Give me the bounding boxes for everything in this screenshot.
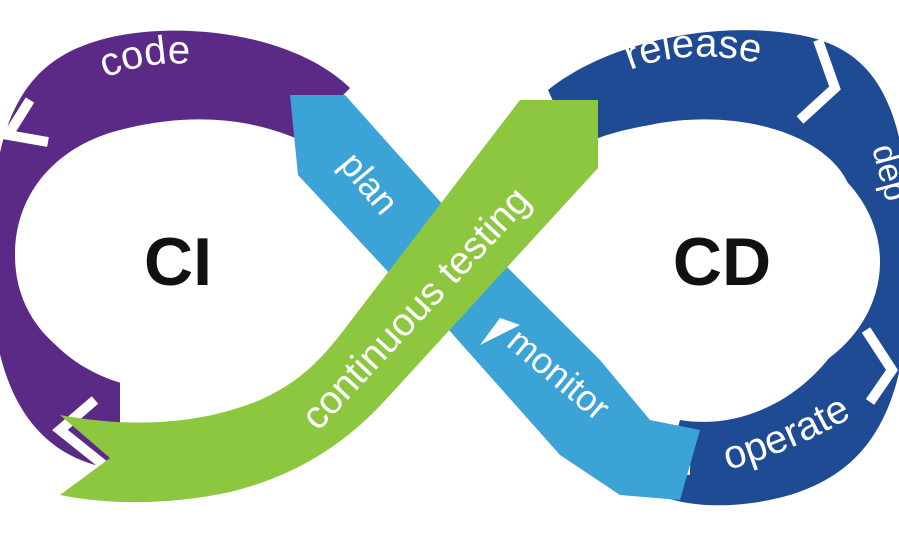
ci-hub-label-text: CI <box>144 224 212 300</box>
testing-band <box>60 100 598 503</box>
cd-ring <box>548 30 899 506</box>
cd-navy-arc <box>548 30 899 506</box>
ci-hub-circle <box>20 134 320 390</box>
testing-band-shape <box>60 100 598 503</box>
ci-hub-label: CI <box>144 224 212 300</box>
ci-ring <box>0 30 350 474</box>
cd-separator-right <box>861 327 899 405</box>
cd-separator-top <box>796 38 841 124</box>
ci-separator-top <box>0 97 49 147</box>
monitor-arrow-notch <box>480 318 520 345</box>
cd-hub-circle <box>580 134 880 390</box>
cd-hub-label: CD <box>673 224 771 300</box>
cd-hub-label-text: CD <box>673 224 771 300</box>
ci-purple-arc <box>0 30 350 470</box>
ci-separator-bottom <box>52 396 114 474</box>
